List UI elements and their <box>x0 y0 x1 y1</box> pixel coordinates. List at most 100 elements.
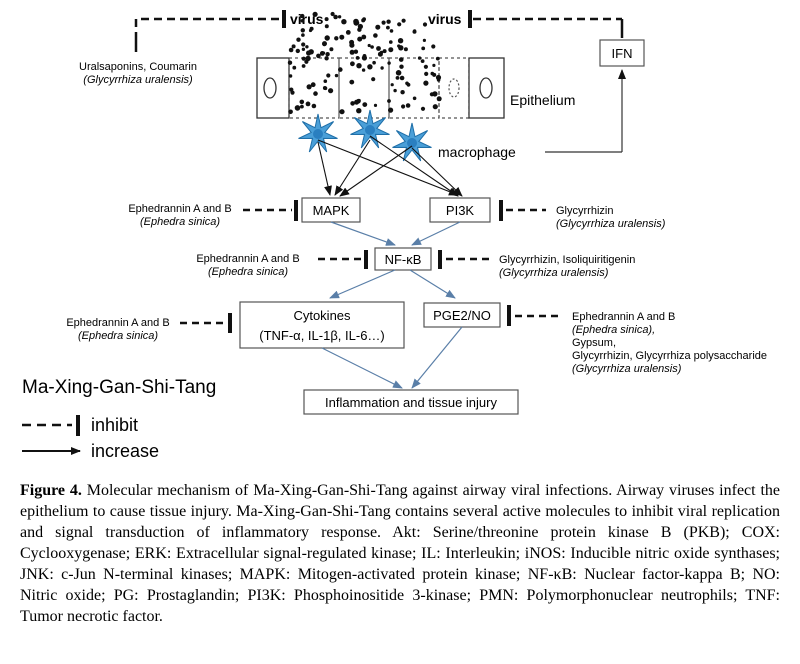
virus-dot <box>339 34 345 40</box>
mapk-label: MAPK <box>313 203 350 218</box>
virus-dot <box>290 90 295 95</box>
inflammation-label: Inflammation and tissue injury <box>325 395 497 410</box>
virus-dot <box>422 38 426 43</box>
macrophage-cells <box>298 109 432 162</box>
pi3k-box <box>429 197 491 223</box>
virus-dot <box>362 56 367 61</box>
virus-dot <box>313 91 318 96</box>
virus-dot <box>412 29 417 34</box>
virus-dot <box>323 79 328 83</box>
macrophage-icon <box>298 113 338 153</box>
virus-dot <box>300 28 305 33</box>
virus-dot <box>436 78 441 82</box>
ephedrannin-mapk-label: Ephedrannin A and B <box>128 203 231 215</box>
virus-label-left: virus <box>290 11 324 27</box>
virus-dot <box>403 47 408 52</box>
virus-dot <box>373 103 378 107</box>
virus-dot <box>326 73 331 78</box>
virus-dot <box>300 104 304 109</box>
virus-dot <box>395 76 400 80</box>
virus-dot <box>353 49 359 54</box>
virus-dot <box>430 71 435 76</box>
formula-title: Ma-Xing-Gan-Shi-Tang <box>22 377 216 398</box>
glycyrrhizin-nfkb-label: Glycyrrhizin, Isoliquiritigenin <box>499 254 635 266</box>
virus-dot <box>356 108 362 114</box>
virus-dot <box>301 33 305 37</box>
ifn-label: IFN <box>612 46 633 61</box>
glycyrrhiza-label-1: (Glycyrrhiza uralensis) <box>83 74 193 86</box>
virus-dot <box>400 90 405 95</box>
virus-dot <box>324 17 329 22</box>
virus-dot <box>436 96 442 102</box>
virus-dot <box>424 71 429 76</box>
virus-dot <box>405 103 411 108</box>
virus-dot <box>399 64 404 69</box>
virus-dot <box>380 66 384 70</box>
virus-dot <box>387 61 391 65</box>
figure-caption: Figure 4. Molecular mechanism of Ma-Xing… <box>20 480 780 627</box>
virus-dot <box>287 60 293 65</box>
virus-dot <box>375 24 381 30</box>
virus-dot <box>310 82 316 88</box>
glycyrrhiza-pi3k-label: (Glycyrrhiza uralensis) <box>556 218 666 230</box>
virus-dot <box>330 11 335 17</box>
pge2no-label: PGE2/NO <box>433 308 491 323</box>
virus-dot <box>305 45 309 49</box>
virus-dot <box>399 75 405 81</box>
virus-dot <box>288 109 293 115</box>
virus-dot <box>432 91 438 97</box>
virus-dot <box>361 18 366 23</box>
virus-dot <box>382 49 387 54</box>
virus-dot <box>357 27 362 32</box>
virus-dot <box>388 47 394 53</box>
virus-dot <box>301 42 306 47</box>
virus-dot <box>435 56 440 61</box>
virus-dot <box>300 19 305 23</box>
ephedra-mapk-label: (Ephedra sinica) <box>140 216 220 228</box>
virus-dot <box>371 77 376 82</box>
virus-dot <box>350 61 355 67</box>
virus-dot <box>309 26 314 31</box>
virus-dot <box>357 36 363 42</box>
virus-dot <box>324 24 329 29</box>
virus-dot <box>338 67 343 72</box>
ephedrannin-nfkb-label: Ephedrannin A and B <box>196 253 299 265</box>
virus-dot <box>373 33 378 38</box>
virus-dot <box>339 109 345 115</box>
virus-dot <box>412 96 417 101</box>
virus-dot <box>432 63 436 67</box>
virus-dot <box>362 102 368 107</box>
virus-dot <box>397 38 404 44</box>
virus-dot <box>349 49 355 55</box>
virus-dot <box>337 15 342 19</box>
pge-inhibitor-line1: Ephedrannin A and B <box>572 311 675 323</box>
virus-dot <box>388 107 394 113</box>
virus-dot <box>324 35 330 41</box>
virus-dot <box>321 51 326 55</box>
virus-dot <box>423 64 428 69</box>
virus-dot <box>312 11 318 17</box>
virus-dot <box>288 74 293 78</box>
virus-dot <box>333 14 338 20</box>
epithelium-label: Epithelium <box>510 92 575 108</box>
ephedrannin-cyto-label: Ephedrannin A and B <box>66 317 169 329</box>
virus-dot <box>421 46 426 51</box>
virus-dot <box>294 105 301 111</box>
virus-dot <box>381 20 386 25</box>
pge-inhibitor-line2: (Ephedra sinica), <box>572 324 655 336</box>
virus-dot <box>334 73 339 78</box>
virus-dot <box>291 44 296 49</box>
virus-dot <box>398 57 404 62</box>
nfkb-box <box>374 247 432 271</box>
pge-inhibitor-line3: Gypsum, <box>572 337 616 349</box>
virus-dot <box>367 64 373 70</box>
virus-dot <box>355 56 360 60</box>
virus-dot <box>367 43 371 48</box>
virus-dot <box>349 42 355 48</box>
virus-dot <box>397 22 402 27</box>
virus-dot <box>432 104 438 110</box>
glycyrrhizin-pi3k-label: Glycyrrhizin <box>556 205 613 217</box>
cytokines-label: Cytokines <box>293 308 351 323</box>
macrophage-arrows <box>317 135 463 197</box>
virus-dot <box>324 56 329 61</box>
